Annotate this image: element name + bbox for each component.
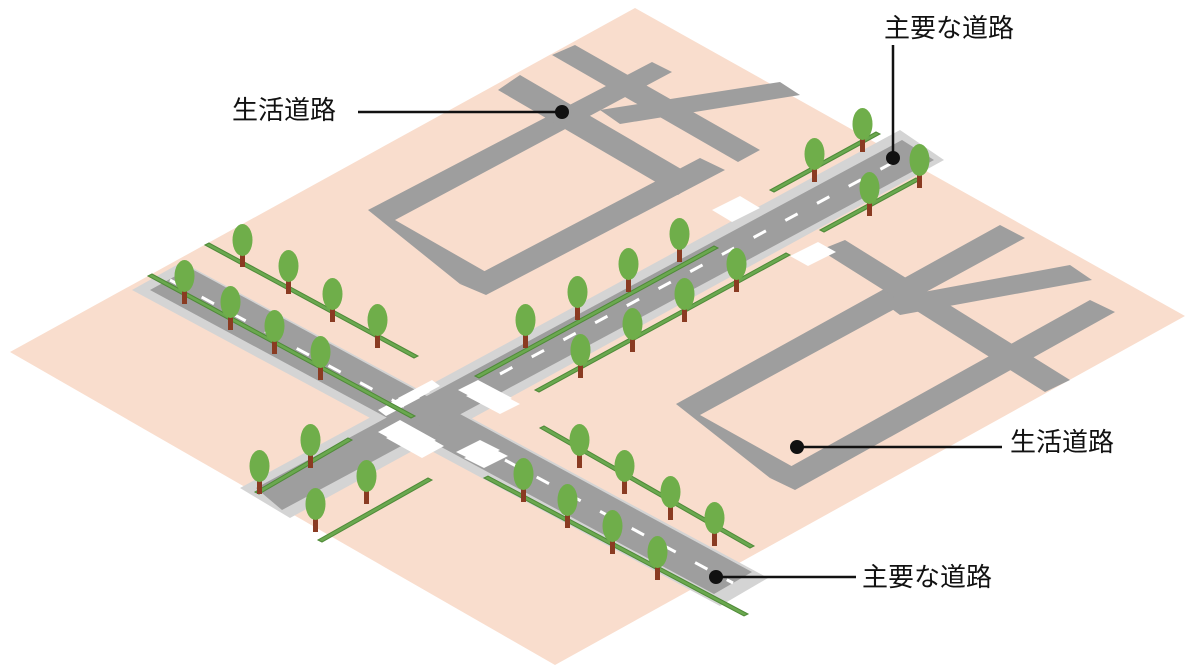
tree bbox=[310, 336, 331, 380]
tree bbox=[669, 218, 690, 262]
tree bbox=[232, 224, 253, 267]
crosswalks bbox=[378, 196, 836, 468]
tree bbox=[367, 304, 388, 348]
dot-local-left bbox=[555, 105, 569, 119]
tree bbox=[852, 108, 873, 152]
tree bbox=[859, 172, 880, 216]
main-road-label-top: 主要な道路 bbox=[884, 14, 1015, 44]
tree bbox=[220, 286, 241, 330]
tree bbox=[602, 510, 623, 554]
tree bbox=[300, 424, 321, 468]
tree bbox=[557, 484, 578, 528]
tree bbox=[305, 488, 326, 532]
trees bbox=[174, 108, 930, 580]
tree bbox=[174, 260, 195, 304]
tree bbox=[647, 536, 668, 580]
main-road-label-bottom: 主要な道路 bbox=[862, 563, 993, 593]
local-road-label-right: 生活道路 bbox=[1010, 428, 1115, 458]
tree bbox=[570, 334, 591, 378]
tree bbox=[322, 278, 343, 322]
tree bbox=[660, 476, 681, 520]
tree bbox=[618, 248, 639, 292]
tree bbox=[356, 460, 377, 504]
tree bbox=[569, 424, 590, 468]
tree bbox=[909, 144, 930, 188]
dot-main-bottom bbox=[709, 570, 723, 584]
callout-dots bbox=[555, 105, 900, 584]
tree bbox=[614, 450, 635, 494]
tree bbox=[515, 304, 536, 348]
tree bbox=[704, 502, 725, 546]
hedges bbox=[146, 131, 922, 617]
local-road-label-left: 生活道路 bbox=[232, 96, 337, 126]
tree bbox=[674, 278, 695, 322]
tree bbox=[264, 310, 285, 354]
callout-leaders bbox=[358, 45, 1002, 579]
tree bbox=[249, 450, 270, 494]
tree bbox=[513, 458, 534, 502]
dot-main-top bbox=[886, 151, 900, 165]
tree bbox=[726, 248, 747, 292]
tree bbox=[278, 250, 299, 294]
dot-local-right bbox=[790, 440, 804, 454]
tree bbox=[804, 138, 825, 182]
local-roads bbox=[368, 45, 1115, 490]
tree bbox=[567, 276, 588, 320]
lane-markings bbox=[169, 154, 906, 585]
tree bbox=[622, 308, 643, 352]
